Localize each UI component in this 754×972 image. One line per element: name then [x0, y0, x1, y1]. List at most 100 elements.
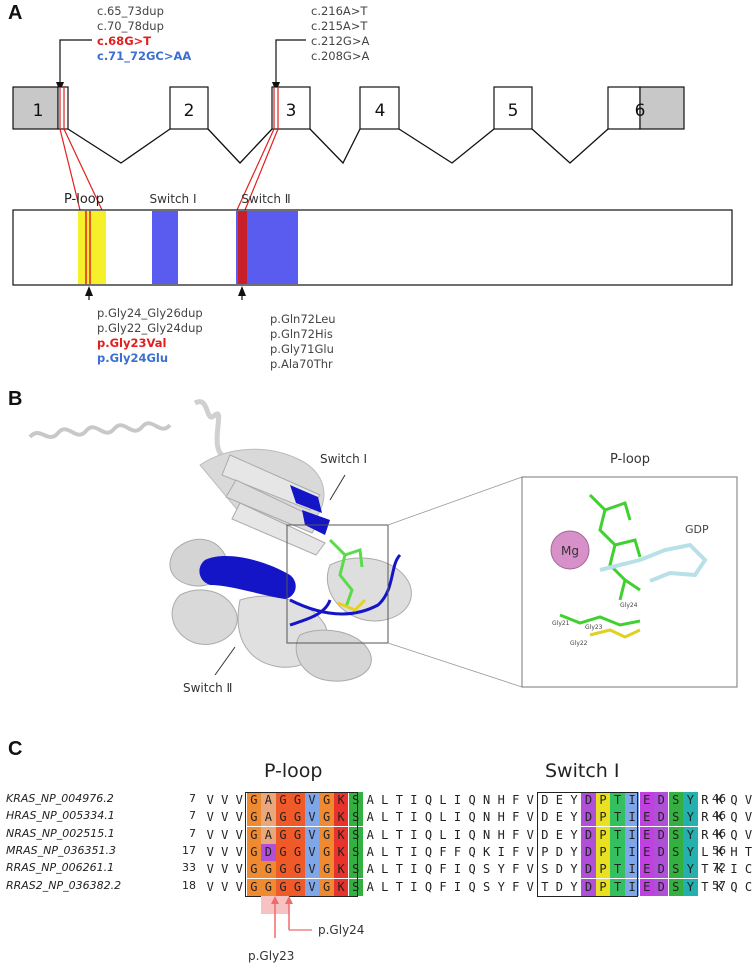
residue: L: [381, 793, 389, 807]
ligand-sticks: [328, 538, 367, 612]
prot-mut-8: p.Ala70Thr: [270, 357, 333, 371]
residue: T: [395, 827, 403, 842]
residue: V: [304, 792, 320, 809]
residue: V: [744, 793, 753, 807]
residue: Q: [730, 827, 738, 842]
exon-5: [493, 86, 533, 130]
residue: K: [333, 878, 349, 896]
residue: T: [610, 878, 625, 896]
residue: T: [395, 810, 403, 825]
switch1-beta-2: [302, 510, 330, 535]
sequence-name: RRAS2_NP_036382.2: [6, 878, 122, 892]
alignment-switch1-header: Switch Ⅰ: [545, 760, 620, 782]
residue: V: [744, 810, 753, 825]
sequence-end: 46: [712, 792, 726, 805]
sequence-start: 7: [189, 809, 196, 823]
residue: P: [595, 826, 611, 844]
residue: T: [701, 879, 709, 894]
residue: E: [639, 809, 654, 827]
exon-4: [359, 86, 400, 130]
residue: S: [668, 861, 683, 879]
switch2-helix: [199, 555, 296, 599]
residue: G: [275, 809, 291, 827]
protein-mutations-right: p.Gln72Leu p.Gln72His p.Gly71Glu p.Ala70…: [270, 312, 336, 372]
residue: Y: [570, 879, 578, 894]
residue: Q: [424, 879, 433, 894]
protein-cartoon: [169, 448, 412, 682]
sequence-end: 46: [712, 809, 726, 823]
residue: I: [410, 879, 418, 894]
residue: L: [381, 827, 389, 842]
ploop-region: [78, 211, 106, 284]
residue: G: [261, 861, 276, 879]
residue: S: [348, 843, 363, 861]
sequence-end: 72: [712, 861, 726, 875]
residue: Q: [468, 827, 476, 842]
residue: Y: [683, 878, 698, 896]
residue: L: [381, 810, 389, 825]
gdp-label: GDP: [685, 523, 709, 536]
residue: T: [610, 861, 625, 879]
residue: H: [497, 810, 505, 825]
exon-label-1: 1: [33, 101, 44, 121]
inset-molecule: [559, 493, 708, 639]
residue: V: [206, 862, 214, 877]
residue: G: [275, 792, 291, 809]
residue: L: [381, 862, 389, 877]
residue: D: [261, 843, 276, 861]
residue-label-gly24: Gly24: [620, 602, 638, 609]
sequence-end: 57: [712, 878, 726, 892]
residue: V: [235, 844, 243, 859]
residue: Q: [730, 793, 738, 807]
zoom-line-top: [387, 476, 523, 526]
residue: G: [246, 826, 262, 844]
residue: G: [290, 878, 305, 896]
residue: I: [453, 810, 462, 825]
residue: A: [261, 792, 276, 809]
residue: S: [348, 826, 363, 844]
residue: A: [261, 826, 276, 844]
residue: D: [581, 792, 596, 809]
residue: I: [453, 879, 462, 894]
residue: K: [715, 844, 724, 859]
residue: P: [541, 844, 549, 859]
residue: S: [348, 861, 363, 879]
residue: V: [526, 810, 534, 825]
residue: E: [555, 827, 563, 842]
alignment-ploop-header: P-loop: [264, 760, 323, 782]
residue: S: [668, 878, 683, 896]
residue: T: [395, 793, 403, 807]
dna-mut-5: c.216A>T: [311, 4, 368, 18]
residue: G: [290, 843, 305, 861]
sequence-start: 18: [182, 878, 196, 892]
protein-bar: [12, 209, 733, 286]
residue: S: [348, 878, 363, 896]
residue: K: [333, 792, 349, 809]
residue: V: [526, 844, 534, 859]
sequence-start: 7: [189, 826, 196, 840]
residue: Q: [468, 844, 476, 859]
residue: I: [730, 862, 738, 877]
residue: D: [581, 843, 596, 861]
residue: K: [333, 843, 349, 861]
exon-2: [169, 86, 209, 130]
residue: S: [668, 792, 683, 809]
switch2-leader: [214, 646, 236, 676]
residue: Y: [683, 861, 698, 879]
residue: S: [668, 826, 683, 844]
switch1-structure-label: Switch Ⅰ: [320, 452, 367, 466]
residue: I: [410, 793, 418, 807]
residue: F: [439, 879, 447, 894]
residue: D: [654, 843, 669, 861]
residue: E: [555, 793, 563, 807]
residue: T: [701, 862, 709, 877]
prot-mut-2: p.Gly22_Gly24dup: [97, 321, 203, 335]
residue: C: [744, 862, 753, 877]
residue: Q: [730, 879, 738, 894]
residue: V: [206, 793, 214, 807]
residue: Q: [468, 862, 476, 877]
residue: G: [319, 792, 334, 809]
residue: T: [541, 879, 549, 894]
